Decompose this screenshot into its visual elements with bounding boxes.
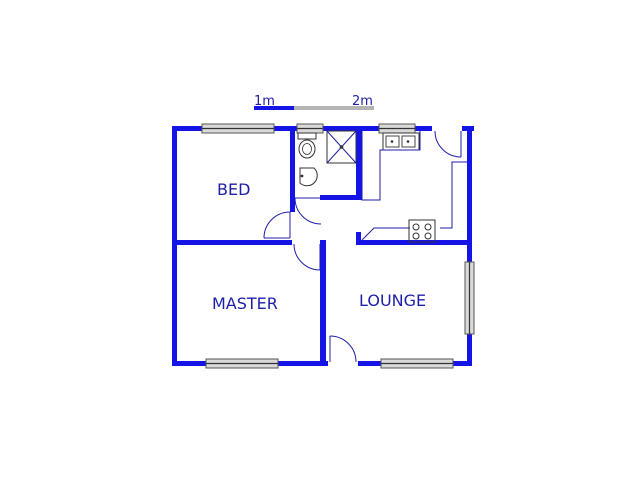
window-bathroom (296, 123, 324, 134)
wall-top-right-a (414, 126, 432, 131)
outer-walls (172, 126, 474, 366)
wall-bathroom-bottom (320, 195, 362, 200)
scale-bar-dark-segment (254, 106, 294, 110)
window-lounge-bottom (380, 358, 454, 369)
door-bed (263, 211, 291, 239)
stove-icon (408, 219, 436, 243)
wall-bottom-right-a (358, 361, 382, 366)
room-label-lounge: LOUNGE (359, 291, 426, 310)
windows (201, 123, 475, 369)
wall-right-top (467, 126, 472, 264)
scale-bar: 1m 2m (254, 94, 374, 110)
counter-outline (361, 131, 467, 241)
wall-bathroom-kitchen (356, 126, 362, 200)
window-master (205, 358, 279, 369)
scale-label-end: 2m (352, 94, 373, 109)
bathroom-fixtures (297, 130, 357, 187)
shower-icon (326, 130, 357, 164)
room-label-bed: BED (217, 180, 250, 199)
wall-bottom-right-b (451, 361, 472, 366)
sink-icon (382, 132, 420, 151)
interior-walls (172, 126, 472, 366)
wall-stub-kitchen (356, 232, 361, 244)
window-lounge-right (464, 261, 475, 335)
door-bathroom (294, 197, 322, 225)
wall-bed-master (172, 240, 292, 245)
wall-top-mid-left (272, 126, 298, 131)
room-label-master: MASTER (212, 294, 278, 313)
door-entrance (329, 335, 357, 363)
wall-master-lounge (320, 240, 326, 366)
toilet-icon (297, 132, 317, 159)
wall-top-left (172, 126, 204, 131)
basin-icon (299, 167, 318, 187)
wall-bottom-left (172, 361, 208, 366)
scale-bar-light-segment (294, 106, 374, 110)
kitchen-fixtures (361, 131, 467, 243)
wall-bottom-mid (276, 361, 328, 366)
doors (263, 130, 462, 363)
wall-top-mid (322, 126, 380, 131)
door-kitchen (434, 130, 462, 158)
window-kitchen (378, 123, 416, 134)
door-master (293, 243, 321, 271)
wall-left (172, 126, 177, 366)
wall-bed-bathroom (290, 126, 295, 212)
wall-right-bottom (467, 332, 472, 366)
scale-label-start: 1m (254, 94, 275, 109)
window-bed (201, 123, 275, 134)
